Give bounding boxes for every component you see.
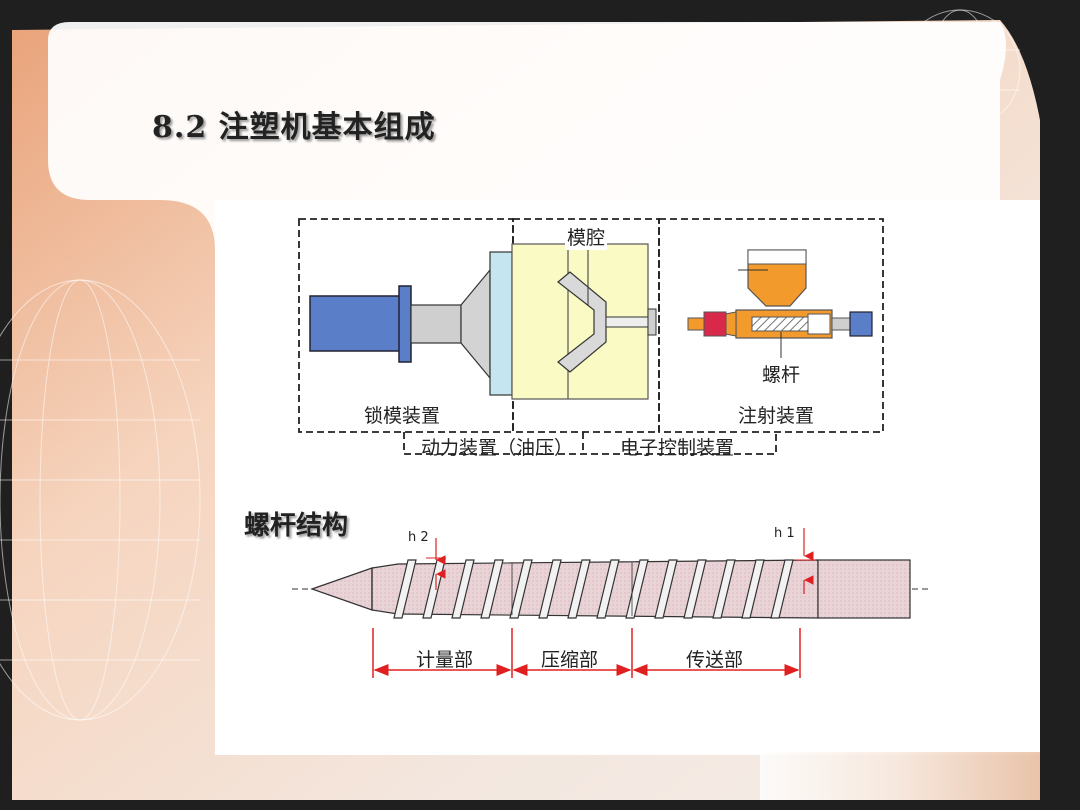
label-power-unit: 动力装置（油压）	[421, 437, 574, 459]
mold-cavity-shape	[557, 271, 607, 373]
screw-flight	[567, 559, 591, 619]
screw-flight	[393, 559, 417, 619]
label-injection-unit: 注射装置	[738, 405, 815, 427]
clamping-cylinder	[309, 295, 403, 352]
injection-unit-frame	[658, 218, 884, 433]
cylinder-flange	[398, 285, 412, 363]
injection-motor	[849, 311, 873, 337]
screw-structure-heading: 螺杆结构	[244, 511, 349, 541]
zone-feeding-label: 传送部	[686, 649, 744, 671]
machine-diagram	[298, 218, 884, 455]
label-h1: h 1	[774, 526, 795, 541]
screw-in-barrel	[751, 316, 809, 332]
slide-title: 8.2 注塑机基本组成	[152, 110, 436, 145]
screw-diagram	[292, 528, 930, 678]
screw-flight	[741, 559, 765, 619]
label-h2: h 2	[408, 530, 429, 545]
screw-flight	[596, 559, 620, 619]
screw-flight	[451, 559, 475, 619]
label-mold-cavity: 模腔	[565, 223, 608, 250]
nozzle-heater	[703, 311, 727, 337]
screw-flight	[625, 559, 649, 619]
moving-platen	[489, 251, 513, 396]
screw-flight	[480, 559, 504, 619]
screw-flight	[712, 559, 736, 619]
injection-cylinder	[831, 317, 851, 331]
screw-flight	[538, 559, 562, 619]
zone-compression-label: 压缩部	[541, 649, 599, 671]
label-clamping-unit: 锁模装置	[364, 405, 441, 427]
screw-flight	[683, 559, 707, 619]
label-electronic-control: 电子控制装置	[620, 437, 735, 459]
label-screw: 螺杆	[762, 364, 801, 386]
screw-flights	[393, 559, 794, 619]
piston-rod	[410, 304, 462, 344]
sprue	[605, 316, 651, 328]
screw-flight	[770, 559, 794, 619]
screw-flight	[654, 559, 678, 619]
screw-flight	[509, 559, 533, 619]
power-control-frame	[403, 432, 777, 455]
zone-metering-label: 计量部	[416, 649, 474, 671]
screw-shank	[817, 559, 911, 619]
